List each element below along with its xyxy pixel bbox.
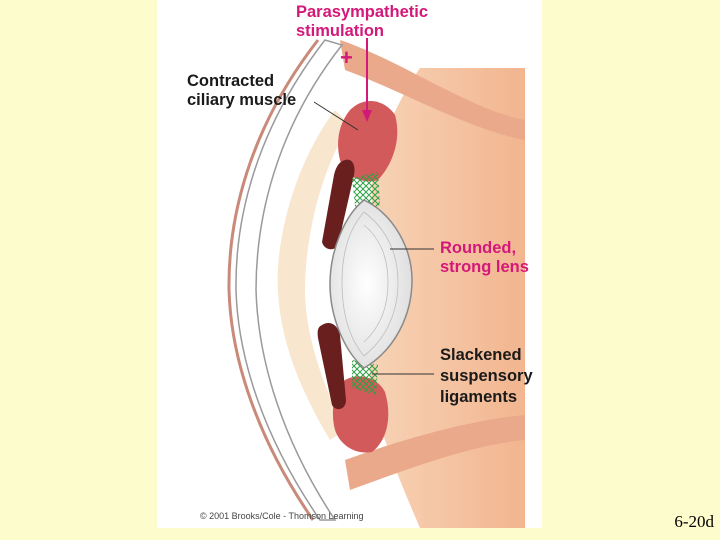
stimulation-arrowhead xyxy=(362,110,372,122)
plus-sign: + xyxy=(340,45,353,70)
sclera-wall-lower xyxy=(345,415,525,490)
iris-upper xyxy=(322,159,355,250)
ligament-label-line3: ligaments xyxy=(440,388,518,406)
muscle-label-line2: ciliary muscle xyxy=(187,91,297,109)
ligament-label-line1: Slackened xyxy=(440,346,522,364)
lens-label-line1: Rounded, xyxy=(440,239,517,257)
ligament-label-line2: suspensory xyxy=(440,367,533,385)
lens-label-line2: strong lens xyxy=(440,258,529,276)
cornea-outer-edge xyxy=(227,39,320,521)
ciliary-muscle-upper xyxy=(338,100,398,182)
stimulation-label-line1: Parasympathetic xyxy=(296,3,429,21)
muscle-label-line1: Contracted xyxy=(187,72,275,90)
lens-fibers xyxy=(341,211,399,357)
muscle-leader-line xyxy=(313,101,359,131)
eyeball-interior xyxy=(370,68,525,528)
anterior-chamber xyxy=(277,110,350,440)
copyright-notice: © 2001 Brooks/Cole - Thomson Learning xyxy=(200,511,364,521)
cornea xyxy=(235,39,344,521)
iris-lower xyxy=(317,323,346,410)
sclera-wall xyxy=(340,40,525,140)
stimulation-label-line2: stimulation xyxy=(296,22,385,40)
slide-number: 6-20d xyxy=(674,512,714,531)
ciliary-muscle-lower xyxy=(332,376,389,453)
suspensory-ligament-lower xyxy=(352,360,378,395)
